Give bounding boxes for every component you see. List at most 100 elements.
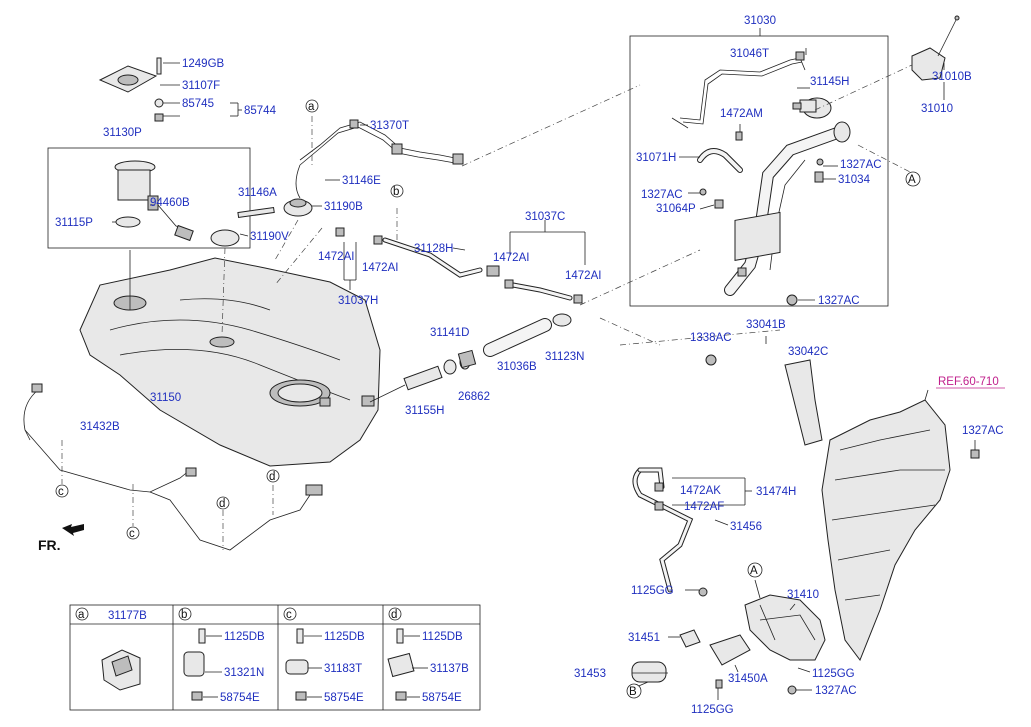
callout-a-vapor: a bbox=[308, 101, 315, 113]
label-31010: 31010 bbox=[921, 103, 953, 115]
label-31190V: 31190V bbox=[250, 231, 289, 243]
label-ref-60-710: REF.60-710 bbox=[938, 376, 999, 388]
legend-c-bolt: 1125DB bbox=[324, 631, 365, 643]
label-31071H: 31071H bbox=[636, 152, 676, 164]
label-1125GG-top: 1125GG bbox=[631, 585, 674, 597]
label-31064P: 31064P bbox=[656, 203, 696, 215]
adapter-26862 bbox=[457, 349, 477, 369]
label-1472AF: 1472AF bbox=[684, 501, 724, 513]
label-31037H: 31037H bbox=[338, 295, 378, 307]
callout-b-hose: b bbox=[393, 186, 399, 198]
callout-d-harness-2: d bbox=[269, 471, 275, 483]
filler-neck-lower bbox=[369, 313, 572, 403]
vapor-line-connector bbox=[452, 153, 464, 165]
callout-d-harness-1: d bbox=[219, 498, 225, 510]
label-1249GB: 1249GB bbox=[182, 58, 225, 70]
sender-float bbox=[174, 224, 194, 242]
label-31046T: 31046T bbox=[730, 48, 769, 60]
fuel-door bbox=[911, 15, 960, 100]
pump-assembly-box bbox=[47, 147, 251, 249]
label-31410: 31410 bbox=[787, 589, 819, 601]
rollover-valve-2 bbox=[210, 229, 240, 247]
label-1472AK: 1472AK bbox=[680, 485, 721, 497]
callout-B-valve: B bbox=[629, 686, 637, 698]
evap-canister-assembly bbox=[631, 579, 826, 700]
label-31474H: 31474H bbox=[756, 486, 796, 498]
filler-neck-assembly bbox=[629, 28, 889, 307]
label-1327AC-clip: 1327AC bbox=[641, 189, 683, 201]
hose-band-clamp bbox=[552, 313, 572, 327]
label-31036B: 31036B bbox=[497, 361, 537, 373]
fuel-tank bbox=[79, 250, 381, 467]
label-31128H: 31128H bbox=[414, 243, 453, 255]
filler-pipe-lower bbox=[403, 365, 443, 391]
pump-module-sender bbox=[147, 195, 159, 211]
pump-cover-center bbox=[117, 74, 139, 86]
label-1338AC: 1338AC bbox=[690, 332, 732, 344]
harness-connector-2 bbox=[185, 467, 197, 477]
label-31115P: 31115P bbox=[55, 217, 93, 229]
legend-b-nut: 58754E bbox=[220, 692, 260, 704]
label-31453: 31453 bbox=[574, 668, 606, 680]
harness-connector-3 bbox=[305, 484, 323, 496]
harness-connector-1 bbox=[31, 383, 43, 393]
valve-31451 bbox=[679, 629, 701, 648]
vapor-line-group bbox=[210, 116, 464, 336]
tank-sender-opening bbox=[209, 336, 235, 348]
label-31037C: 31037C bbox=[525, 211, 565, 223]
label-94460B: 94460B bbox=[150, 197, 190, 209]
rear-floor-panel bbox=[821, 399, 951, 662]
callout-A-filler: A bbox=[908, 174, 916, 186]
label-31123N: 31123N bbox=[545, 351, 584, 363]
legend-d-bolt: 1125DB bbox=[422, 631, 463, 643]
label-1125GG-right: 1125GG bbox=[812, 668, 855, 680]
wiring-harness bbox=[23, 383, 323, 551]
label-1472AM: 1472AM bbox=[720, 108, 763, 120]
bolt-washer bbox=[154, 98, 164, 108]
front-direction-indicator: FR. bbox=[38, 524, 84, 553]
fuel-pump-cover-group bbox=[47, 57, 251, 249]
cover-nut bbox=[154, 113, 164, 122]
valve-31453 bbox=[631, 661, 667, 683]
clip-31321N bbox=[183, 651, 205, 677]
callout-c-harness-2: c bbox=[129, 528, 135, 540]
label-1327AC-filler: 1327AC bbox=[840, 159, 882, 171]
legend-callout-c: c bbox=[286, 609, 292, 621]
legend-b-clip: 31321N bbox=[224, 667, 264, 679]
cover-bolt bbox=[156, 57, 162, 75]
legend-d-clip: 31137B bbox=[430, 663, 469, 675]
body-floor-ref bbox=[821, 389, 980, 662]
legend-callout-d: d bbox=[391, 609, 397, 621]
canister-31410 bbox=[744, 594, 826, 661]
label-31150: 31150 bbox=[150, 392, 181, 404]
nut-1327AC-floor bbox=[970, 449, 980, 459]
vent-tube-small bbox=[237, 206, 275, 219]
label-31146A: 31146A bbox=[238, 187, 277, 199]
label-26862: 26862 bbox=[458, 391, 490, 403]
filler-neck-box bbox=[629, 35, 889, 307]
hose-clamp-1 bbox=[335, 227, 345, 237]
fuel-door-housing bbox=[911, 47, 946, 81]
label-1472AI-3: 1472AI bbox=[493, 252, 529, 264]
label-31432B: 31432B bbox=[80, 421, 120, 433]
label-33042C: 33042C bbox=[788, 346, 828, 358]
label-31370T: 31370T bbox=[370, 120, 409, 132]
hose-clamp-2 bbox=[373, 235, 383, 245]
legend-a-part: 31177B bbox=[108, 610, 147, 622]
purge-tube-group bbox=[632, 467, 752, 593]
nut-1338AC bbox=[705, 354, 717, 366]
legend-d-nut: 58754E bbox=[422, 692, 462, 704]
label-33041B: 33041B bbox=[746, 319, 786, 331]
label-31141D: 31141D bbox=[430, 327, 469, 339]
clip-31137B bbox=[387, 652, 415, 678]
label-31107F: 31107F bbox=[182, 80, 220, 92]
front-arrow-icon bbox=[62, 524, 84, 536]
pump-gasket-ring bbox=[115, 216, 141, 228]
callout-c-harness-1: c bbox=[58, 486, 64, 498]
label-31130P: 31130P bbox=[103, 127, 142, 139]
canister-cover-31450A bbox=[709, 634, 751, 666]
fr-label: FR. bbox=[38, 537, 61, 553]
canister-33041B bbox=[734, 211, 781, 261]
label-1472AI-1: 1472AI bbox=[318, 251, 354, 263]
